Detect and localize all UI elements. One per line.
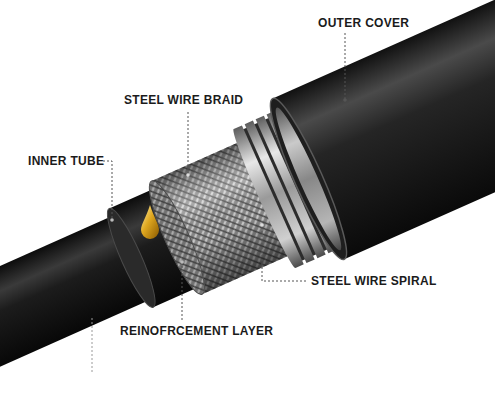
part-label: REINOFRCEMENT LAYER (120, 324, 273, 338)
part-label: INNER TUBE (28, 154, 104, 168)
outer-cover-end (260, 93, 357, 265)
leader-line (262, 225, 306, 281)
leader-line (103, 161, 112, 220)
leader-lines (92, 33, 345, 372)
leader-line (92, 318, 93, 372)
part-label: STEEL WIRE SPIRAL (311, 274, 437, 288)
leader-dot (186, 173, 190, 177)
leader-line (182, 262, 183, 320)
leader-line (345, 33, 346, 100)
part-label: OUTER COVER (318, 16, 409, 30)
leader-dot (343, 98, 347, 102)
leader-dot (110, 218, 114, 222)
oil-drop (141, 205, 159, 239)
leader-line (188, 112, 189, 175)
outer-cover (273, 0, 495, 259)
leader-dots (110, 98, 347, 264)
leader-dot (180, 260, 184, 264)
part-label: STEEL WIRE BRAID (124, 93, 243, 107)
reinforcement-end (100, 204, 162, 311)
braid-end (141, 176, 213, 299)
spiral-inside-cover (269, 104, 349, 254)
leader-dot (260, 223, 264, 227)
braid-end-shade (141, 176, 213, 299)
